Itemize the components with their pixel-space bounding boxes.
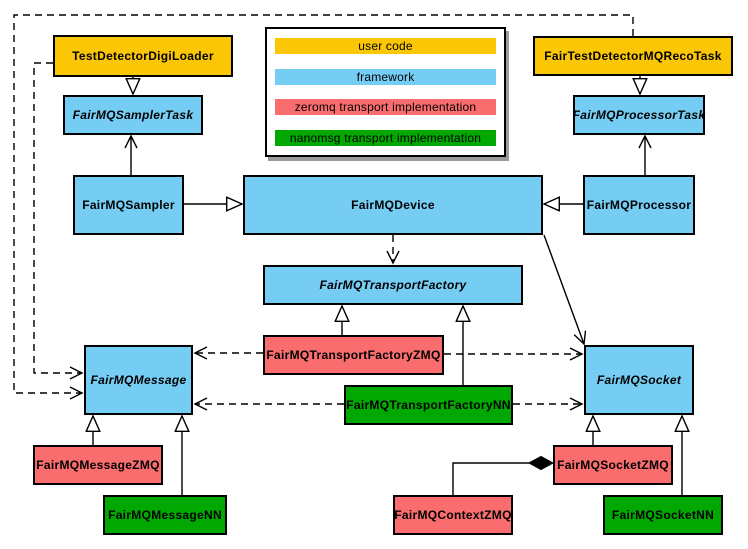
- node-fairmq-socket-nn: FairMQSocketNN: [603, 495, 723, 535]
- node-label: FairMQDevice: [351, 198, 435, 212]
- legend-item-user-code: user code: [275, 38, 496, 54]
- node-fairmq-device: FairMQDevice: [243, 175, 543, 235]
- node-fairmq-processor: FairMQProcessor: [583, 175, 695, 235]
- node-label: TestDetectorDigiLoader: [72, 49, 214, 63]
- composition-diamond-icon: [527, 455, 555, 471]
- legend-item-nanomsg: nanomsg transport implementation: [275, 129, 496, 146]
- node-label: FairMQTransportFactoryNN: [346, 398, 511, 412]
- association-arrow: [543, 234, 587, 346]
- node-label: FairMQSampler: [82, 198, 175, 212]
- node-label: FairMQSocket: [596, 373, 682, 387]
- node-fairmq-sampler-task: FairMQSamplerTask: [63, 95, 203, 135]
- legend: user code framework zeromq transport imp…: [265, 27, 506, 157]
- node-label: FairMQProcessorTask: [572, 108, 706, 122]
- node-fairmq-message: FairMQMessage: [84, 345, 193, 415]
- legend-label: zeromq transport implementation: [294, 100, 477, 115]
- node-fairmq-transport-factory-zmq: FairMQTransportFactoryZMQ: [263, 335, 444, 375]
- node-label: FairMQTransportFactoryZMQ: [266, 348, 441, 362]
- node-label: FairMQSocketZMQ: [557, 458, 669, 472]
- legend-item-framework: framework: [275, 68, 496, 85]
- legend-label: nanomsg transport implementation: [289, 130, 482, 145]
- node-label: FairMQProcessor: [586, 198, 692, 212]
- node-fair-test-detector-mq-reco-task: FairTestDetectorMQRecoTask: [533, 36, 733, 76]
- node-fairmq-transport-factory-nn: FairMQTransportFactoryNN: [344, 385, 513, 425]
- legend-label: framework: [356, 69, 415, 84]
- node-label: FairMQSocketNN: [611, 508, 715, 522]
- dependency-arrow: [33, 62, 84, 380]
- node-label: FairMQMessage: [90, 373, 187, 387]
- node-fairmq-transport-factory: FairMQTransportFactory: [263, 265, 523, 305]
- node-label: FairTestDetectorMQRecoTask: [544, 49, 722, 63]
- composition-link: [452, 462, 529, 495]
- node-fairmq-message-nn: FairMQMessageNN: [103, 495, 227, 535]
- node-fairmq-socket: FairMQSocket: [584, 345, 694, 415]
- node-fairmq-socket-zmq: FairMQSocketZMQ: [553, 445, 673, 485]
- node-fairmq-message-zmq: FairMQMessageZMQ: [33, 445, 163, 485]
- legend-label: user code: [358, 39, 413, 53]
- node-label: FairMQTransportFactory: [319, 278, 467, 292]
- legend-item-zeromq: zeromq transport implementation: [275, 99, 496, 116]
- dependency-arrow: [13, 14, 634, 400]
- node-fairmq-sampler: FairMQSampler: [73, 175, 184, 235]
- node-label: FairMQMessageZMQ: [36, 458, 160, 472]
- node-fairmq-processor-task: FairMQProcessorTask: [573, 95, 705, 135]
- node-label: FairMQMessageNN: [108, 508, 222, 522]
- node-label: FairMQContextZMQ: [394, 508, 512, 522]
- node-label: FairMQSamplerTask: [72, 108, 194, 122]
- node-fairmq-context-zmq: FairMQContextZMQ: [393, 495, 513, 535]
- node-test-detector-digi-loader: TestDetectorDigiLoader: [53, 35, 233, 77]
